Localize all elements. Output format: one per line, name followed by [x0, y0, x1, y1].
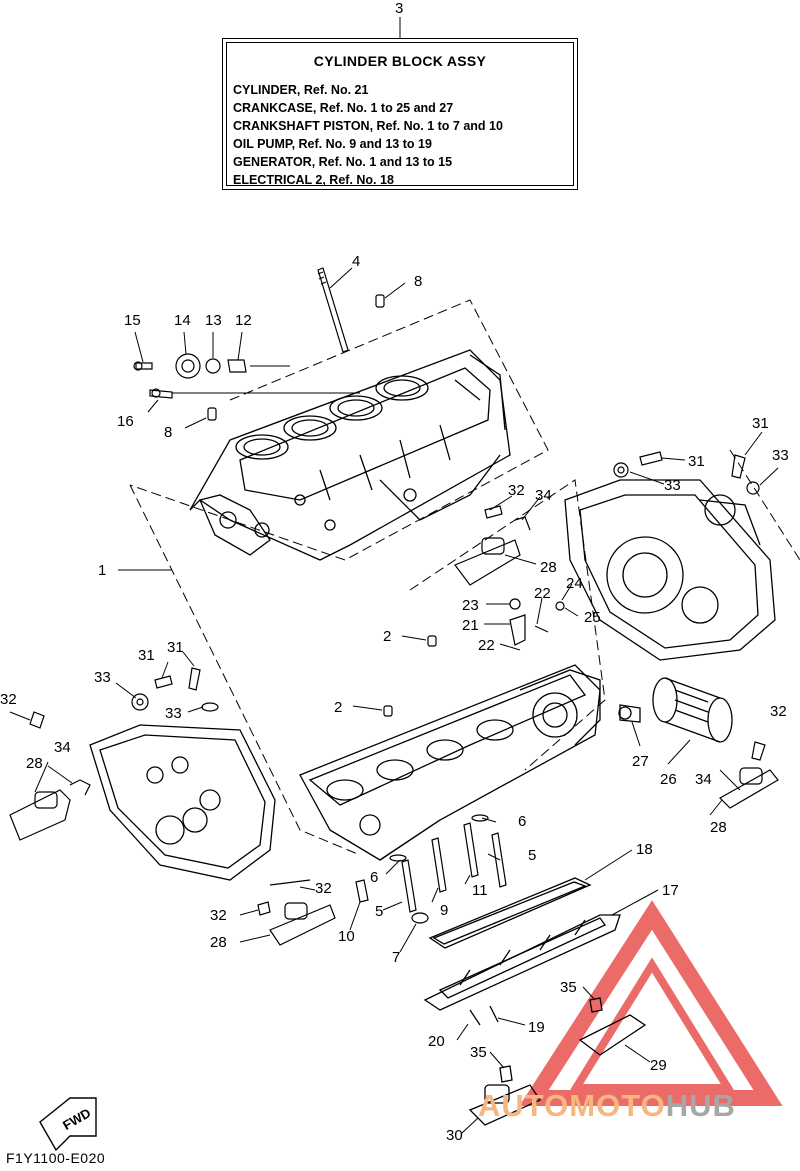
assembly-info-frame — [226, 42, 574, 186]
callout: 31 — [138, 647, 155, 664]
cylinder-block — [189, 349, 511, 561]
assembly-title: CYLINDER BLOCK ASSY — [313, 53, 487, 69]
callout: 34 — [535, 487, 552, 504]
assembly-ref-line: CRANKCASE, Ref. No. 1 to 25 and 27 — [233, 101, 454, 115]
callout: 20 — [428, 1033, 445, 1050]
callout: 33 — [664, 477, 681, 494]
callout: 8 — [414, 273, 422, 290]
callout: 9 — [440, 902, 448, 919]
watermark-part1: AUTOMOTO — [478, 1088, 666, 1123]
callout: 28 — [210, 934, 227, 951]
crankcase-cover-left — [89, 724, 276, 881]
callout: 21 — [462, 617, 479, 634]
assembly-ref-line: CYLINDER, Ref. No. 21 — [233, 83, 369, 97]
callout: 26 — [660, 771, 677, 788]
crankcase-lower — [299, 664, 601, 861]
callout: 28 — [26, 755, 43, 772]
callout: 12 — [235, 312, 252, 329]
assembly-ref-line: ELECTRICAL 2, Ref. No. 18 — [233, 173, 394, 187]
callout: 28 — [710, 819, 727, 836]
callout: 32 — [0, 691, 17, 708]
callout: 30 — [446, 1127, 463, 1144]
callout: 31 — [688, 453, 705, 470]
callout: 16 — [117, 413, 134, 430]
small-fittings — [133, 353, 247, 399]
callout: 8 — [164, 424, 172, 441]
oil-pan — [423, 877, 621, 1026]
callout: 19 — [528, 1019, 545, 1036]
assembly-ref-line: OIL PUMP, Ref. No. 9 and 13 to 19 — [233, 137, 432, 151]
callout-labels: 3 4 8 15 14 13 12 16 8 1 32 34 28 23 22 … — [0, 0, 789, 1144]
crankcase-bolts — [355, 814, 507, 924]
callout: 4 — [352, 253, 360, 270]
callout: 18 — [636, 841, 653, 858]
callout: 35 — [470, 1044, 487, 1061]
watermark-text: AUTOMOTOHUB — [478, 1088, 736, 1124]
callout: 32 — [315, 880, 332, 897]
callout: 34 — [54, 739, 71, 756]
generator-cover — [564, 479, 776, 661]
dowel-pins — [207, 294, 385, 421]
callout: 3 — [395, 0, 403, 17]
callout: 22 — [534, 585, 551, 602]
callout: 28 — [540, 559, 557, 576]
fwd-arrow-icon: FWD — [39, 1097, 97, 1152]
callout: 32 — [508, 482, 525, 499]
callout: 35 — [560, 979, 577, 996]
drawing-code: F1Y1100-E020 — [6, 1150, 106, 1166]
watermark-logo — [519, 900, 783, 1106]
bolts-right — [613, 451, 760, 495]
callout: 14 — [174, 312, 191, 329]
callout: 33 — [94, 669, 111, 686]
callout: 29 — [650, 1057, 667, 1074]
callout: 32 — [210, 907, 227, 924]
assembly-ref-list: CYLINDER, Ref. No. 21 CRANKCASE, Ref. No… — [233, 81, 503, 189]
stud-bolt — [317, 267, 349, 353]
callout: 31 — [752, 415, 769, 432]
callout: 15 — [124, 312, 141, 329]
lower-brackets — [468, 997, 647, 1126]
callout: 6 — [370, 869, 378, 886]
oil-filter — [618, 677, 733, 743]
watermark-part2: HUB — [665, 1088, 736, 1123]
assembly-ref-line: CRANKSHAFT PISTON, Ref. No. 1 to 7 and 1… — [233, 119, 503, 133]
callout: 32 — [770, 703, 787, 720]
assembly-info-box: CYLINDER BLOCK ASSY CYLINDER, Ref. No. 2… — [222, 38, 578, 190]
callout: 10 — [338, 928, 355, 945]
callout: 2 — [334, 699, 342, 716]
leader-lines — [9, 267, 779, 1134]
oil-pump-parts — [383, 598, 565, 717]
callout: 34 — [695, 771, 712, 788]
bracket-mounts — [9, 505, 779, 946]
callout: 31 — [167, 639, 184, 656]
callout: 25 — [584, 609, 601, 626]
callout: 17 — [662, 882, 679, 899]
callout: 33 — [772, 447, 789, 464]
callout: 23 — [462, 597, 479, 614]
callout: 22 — [478, 637, 495, 654]
callout: 6 — [518, 813, 526, 830]
bolts-left — [29, 667, 219, 729]
assembly-ref-line: GENERATOR, Ref. No. 1 and 13 to 15 — [233, 155, 453, 169]
callout: 2 — [383, 628, 391, 645]
callout: 5 — [528, 847, 536, 864]
callout: 24 — [566, 575, 583, 592]
callout: 1 — [98, 562, 106, 579]
callout: 27 — [632, 753, 649, 770]
callout: 7 — [392, 949, 400, 966]
callout: 13 — [205, 312, 222, 329]
callout: 5 — [375, 903, 383, 920]
callout: 33 — [165, 705, 182, 722]
callout: 11 — [472, 882, 488, 899]
